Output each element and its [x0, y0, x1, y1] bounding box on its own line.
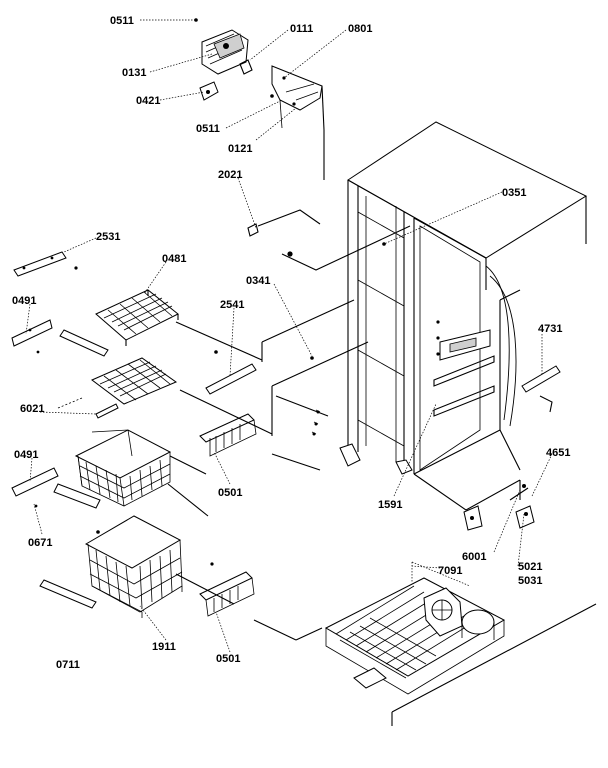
front-trim-0501-upper — [199, 413, 257, 457]
label-4651: 4651 — [546, 447, 570, 459]
rail-2541 — [205, 350, 257, 395]
label-6021: 6021 — [20, 403, 44, 415]
label-0491-upper: 0491 — [12, 295, 36, 307]
floor-outline — [391, 603, 597, 726]
label-0671: 0671 — [28, 537, 52, 549]
label-0501-upper: 0501 — [218, 487, 242, 499]
label-0491-lower: 0491 — [14, 449, 38, 461]
basket-upper — [74, 429, 172, 507]
fan-motor-assembly — [194, 18, 325, 131]
rail-0491-upper — [11, 319, 109, 357]
wire-shelf-0481 — [95, 289, 179, 346]
label-0111: 0111 — [290, 23, 313, 35]
label-0131: 0131 — [122, 67, 146, 79]
slide-0711 — [39, 579, 97, 609]
label-0421: 0421 — [136, 95, 160, 107]
label-0351: 0351 — [502, 187, 526, 199]
label-1591: 1591 — [378, 499, 402, 511]
front-trim-0501-lower — [199, 562, 255, 617]
label-2021: 2021 — [218, 169, 242, 181]
label-5021: 5021 — [518, 561, 542, 573]
label-2531: 2531 — [96, 231, 120, 243]
label-2541: 2541 — [220, 299, 244, 311]
wire-shelf-lower — [91, 357, 178, 405]
label-0801: 0801 — [348, 23, 372, 35]
leader-lines — [25, 19, 553, 653]
label-0711: 0711 — [56, 659, 80, 671]
part-4731-bracket — [521, 365, 561, 413]
label-5031: 5031 — [518, 575, 542, 587]
label-0121: 0121 — [228, 143, 252, 155]
assembly-lines — [167, 130, 521, 641]
label-1911: 1911 — [152, 641, 176, 653]
freezer-cabinet — [339, 121, 588, 531]
label-0501-lower: 0501 — [216, 653, 240, 665]
rail-0491-lower — [11, 467, 101, 509]
basket-lower-1911 — [84, 515, 183, 618]
label-0481: 0481 — [162, 253, 186, 265]
label-4731: 4731 — [538, 323, 562, 335]
slide-6021 — [57, 356, 314, 419]
label-7091: 7091 — [438, 565, 462, 577]
label-0341: 0341 — [246, 275, 270, 287]
label-6001: 6001 — [462, 551, 486, 563]
shelf-rail-2531 — [13, 251, 78, 277]
part-4651-assembly — [509, 484, 535, 529]
label-0511-mid: 0511 — [196, 123, 220, 135]
compressor-base-assembly — [324, 561, 506, 695]
label-0511-top: 0511 — [110, 15, 134, 27]
part-labels: 0511 0111 0801 0131 0421 0511 0121 2021 … — [12, 15, 570, 671]
